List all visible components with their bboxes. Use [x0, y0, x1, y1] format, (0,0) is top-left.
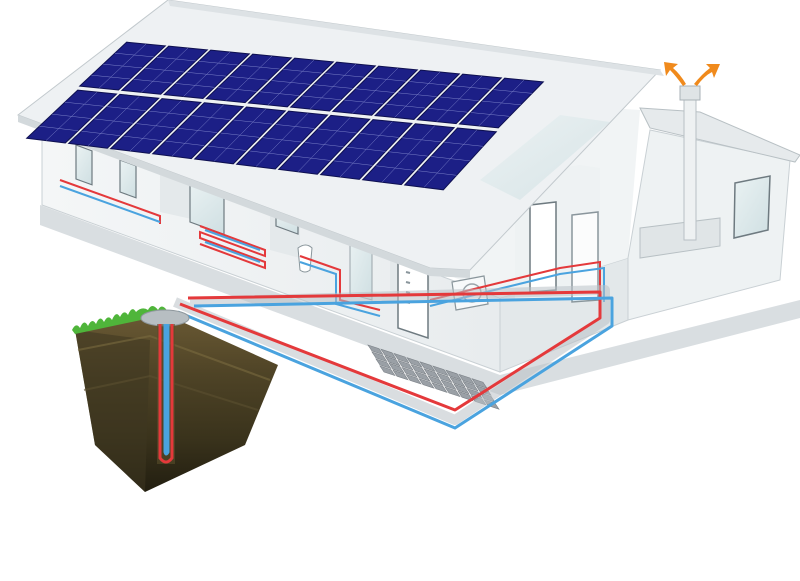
- window-2: [119, 159, 137, 199]
- paving-stone: [427, 375, 444, 386]
- solar-array: [25, 41, 545, 191]
- solar-cell-line: [478, 79, 525, 127]
- paving-stone: [440, 379, 457, 391]
- paving-stone: [392, 369, 409, 381]
- paving-stone: [462, 380, 479, 392]
- solar-cell-line: [394, 71, 441, 118]
- paving-stone: [419, 361, 436, 372]
- paving-stone: [436, 372, 453, 384]
- roof-skylight: [480, 115, 610, 200]
- solar-cell-line: [352, 67, 399, 114]
- paving-stone: [444, 386, 461, 398]
- vent-cap: [679, 85, 701, 101]
- vent-pipe: [683, 99, 697, 241]
- borehole-pipe-return: [163, 324, 170, 456]
- paving-stone: [406, 357, 423, 368]
- solar-cell-line: [183, 51, 231, 97]
- paving-stone: [410, 364, 427, 375]
- soil-layer-2: [83, 374, 259, 411]
- paving-stone: [423, 368, 440, 379]
- solar-cell-line: [129, 100, 182, 152]
- paving-stone: [418, 378, 435, 389]
- solar-cell-line: [87, 96, 140, 146]
- solar-cell-line: [267, 59, 315, 106]
- ground-loop-pipes: [173, 285, 614, 430]
- solar-cell-line: [339, 121, 393, 178]
- borehole-cap: [140, 309, 190, 327]
- paving-stone: [405, 373, 422, 385]
- interior-pipes: [59, 179, 605, 317]
- paving-stone: [384, 355, 401, 367]
- solar-cell-line: [171, 104, 224, 157]
- solar-cell-line: [141, 47, 189, 93]
- paving-stone: [375, 358, 392, 370]
- paving-stone: [401, 366, 418, 378]
- solar-cell-line: [225, 55, 273, 101]
- geothermal-borehole: [72, 306, 278, 492]
- paving-stone: [432, 365, 449, 377]
- paving-stone: [453, 383, 470, 395]
- solar-cell-line: [255, 112, 309, 167]
- paving-stone: [380, 348, 397, 360]
- paving-stone: [414, 371, 431, 382]
- solar-cell-line: [381, 125, 435, 183]
- roof-ridge-edge: [168, 0, 664, 76]
- soil-front-face: [75, 330, 150, 492]
- borehole-pipe-supply: [158, 324, 174, 464]
- solar-cell-line: [98, 43, 147, 89]
- soil-layer-1: [77, 334, 271, 381]
- foundation-slab: [40, 205, 800, 395]
- solar-cell-line: [436, 75, 483, 122]
- solar-cell-line: [423, 129, 478, 188]
- paving-stone: [393, 352, 410, 364]
- vent-arrow-left-icon: [664, 62, 686, 86]
- ventilation-outlet: [664, 62, 720, 86]
- paving-stone: [449, 376, 466, 388]
- solar-cell-line: [45, 91, 98, 141]
- paving-stone: [371, 351, 388, 363]
- paving-stone: [379, 365, 396, 377]
- paving-stone: [431, 382, 448, 393]
- underfloor-heating: [199, 225, 266, 270]
- paving-stone: [397, 359, 414, 371]
- solar-cell-line: [213, 108, 267, 162]
- paving-stone: [367, 344, 384, 356]
- paving-stone: [457, 390, 474, 402]
- paving-stone: [458, 373, 475, 385]
- solar-cell-line: [309, 63, 357, 110]
- window-1: [75, 144, 93, 186]
- annex-window: [733, 175, 771, 239]
- paving-stone: [445, 369, 462, 381]
- paving-stone: [388, 362, 405, 374]
- vent-arrow-right-icon: [694, 64, 720, 86]
- solar-cell-line: [297, 117, 351, 172]
